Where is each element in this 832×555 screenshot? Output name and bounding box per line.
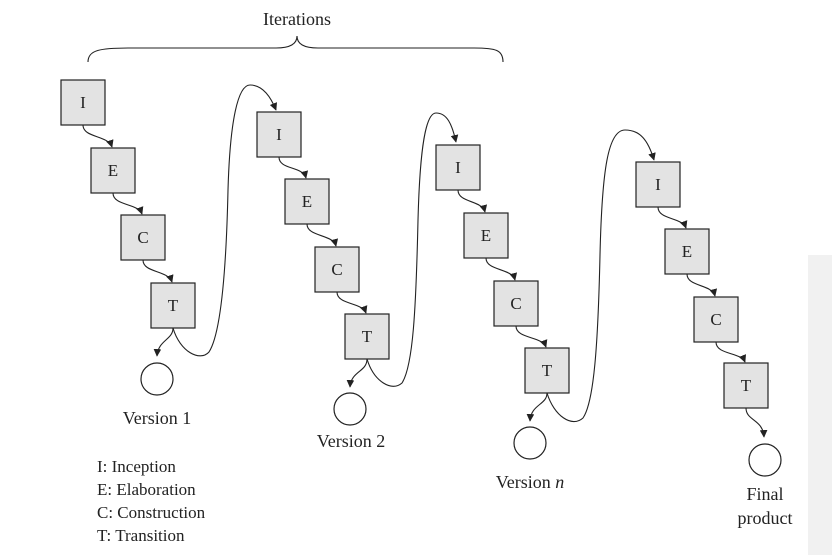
iteration-1-elaboration-label: E <box>108 161 118 180</box>
iteration-2-transition-box <box>344 313 390 360</box>
final-inception-label: I <box>655 175 661 194</box>
iteration-1-inception-label: I <box>80 93 86 112</box>
iteration-n-inception-label: I <box>455 158 461 177</box>
iteration-n-arrow-c-t <box>515 325 548 348</box>
iteration-2-transition-label: T <box>362 327 373 346</box>
version-n-label-italic: n <box>555 472 564 492</box>
iteration-2-arrow-e-c <box>306 223 339 247</box>
version-1-node <box>140 362 174 396</box>
iteration-1-to-2-loop <box>172 84 277 357</box>
iteration-n-transition-box <box>524 347 570 394</box>
final-product-label-line2: product <box>738 508 793 528</box>
iteration-1-transition-label: T <box>168 296 179 315</box>
iteration-1-construction-label: C <box>137 228 148 247</box>
iteration-2-construction-box <box>314 246 360 293</box>
version-2-label: Version 2 <box>317 431 386 451</box>
iteration-1-arrow-to-version <box>153 327 174 357</box>
version-2-node <box>333 392 367 426</box>
version-n-node <box>513 426 547 460</box>
final-arrow-to-product <box>745 407 768 438</box>
legend-transition: T: Transition <box>97 526 185 545</box>
iteration-2-elaboration-box <box>284 178 330 225</box>
final-arrow-e-c <box>686 273 718 297</box>
final-elaboration-box <box>664 228 710 275</box>
iteration-1-elaboration-box <box>90 147 136 194</box>
final-product-label-line1: Final <box>746 484 783 504</box>
iteration-2-to-n-loop <box>366 112 459 387</box>
iteration-2-elaboration-label: E <box>302 192 312 211</box>
iterations-brace <box>87 35 504 63</box>
iteration-n-construction-label: C <box>510 294 521 313</box>
iteration-2-inception-box <box>256 111 302 158</box>
legend-elaboration: E: Elaboration <box>97 480 196 499</box>
iteration-n-arrow-i-e <box>457 189 488 213</box>
iteration-2-arrow-i-e <box>278 156 309 179</box>
final-construction-label: C <box>710 310 721 329</box>
iteration-1-arrow-i-e <box>82 124 114 148</box>
iteration-n-arrow-e-c <box>485 257 518 281</box>
iteration-n-elaboration-label: E <box>481 226 491 245</box>
final-transition-label: T <box>741 376 752 395</box>
final-transition-box <box>723 362 769 409</box>
iteration-n-to-final-loop <box>546 129 656 423</box>
iteration-2-arrow-c-t <box>336 291 368 314</box>
final-construction-box <box>693 296 739 343</box>
legend-inception: I: Inception <box>97 457 176 476</box>
legend-construction: C: Construction <box>97 503 206 522</box>
final-inception-box <box>635 161 681 208</box>
iteration-1-arrow-c-t <box>142 259 174 283</box>
iteration-2-inception-label: I <box>276 125 282 144</box>
iteration-n-transition-label: T <box>542 361 553 380</box>
version-1-label: Version 1 <box>123 408 192 428</box>
final-elaboration-label: E <box>682 242 692 261</box>
iteration-n-arrow-to-version <box>526 392 548 422</box>
iteration-1-transition-box <box>150 282 196 329</box>
version-n-label: Version n <box>496 472 565 492</box>
final-arrow-c-t <box>715 341 746 363</box>
phase-legend: I: Inception E: Elaboration C: Construct… <box>97 457 206 545</box>
iteration-1-arrow-e-c <box>112 192 144 215</box>
version-n-label-main: Version <box>496 472 556 492</box>
final-product-node <box>748 443 782 477</box>
page-edge-shade <box>808 255 832 555</box>
final-arrow-i-e <box>657 206 688 229</box>
iteration-n-construction-box <box>493 280 539 327</box>
iteration-1-inception-box <box>60 79 106 126</box>
iteration-2-arrow-to-version <box>346 358 368 388</box>
iteration-2-construction-label: C <box>331 260 342 279</box>
iterations-title: Iterations <box>263 9 331 29</box>
